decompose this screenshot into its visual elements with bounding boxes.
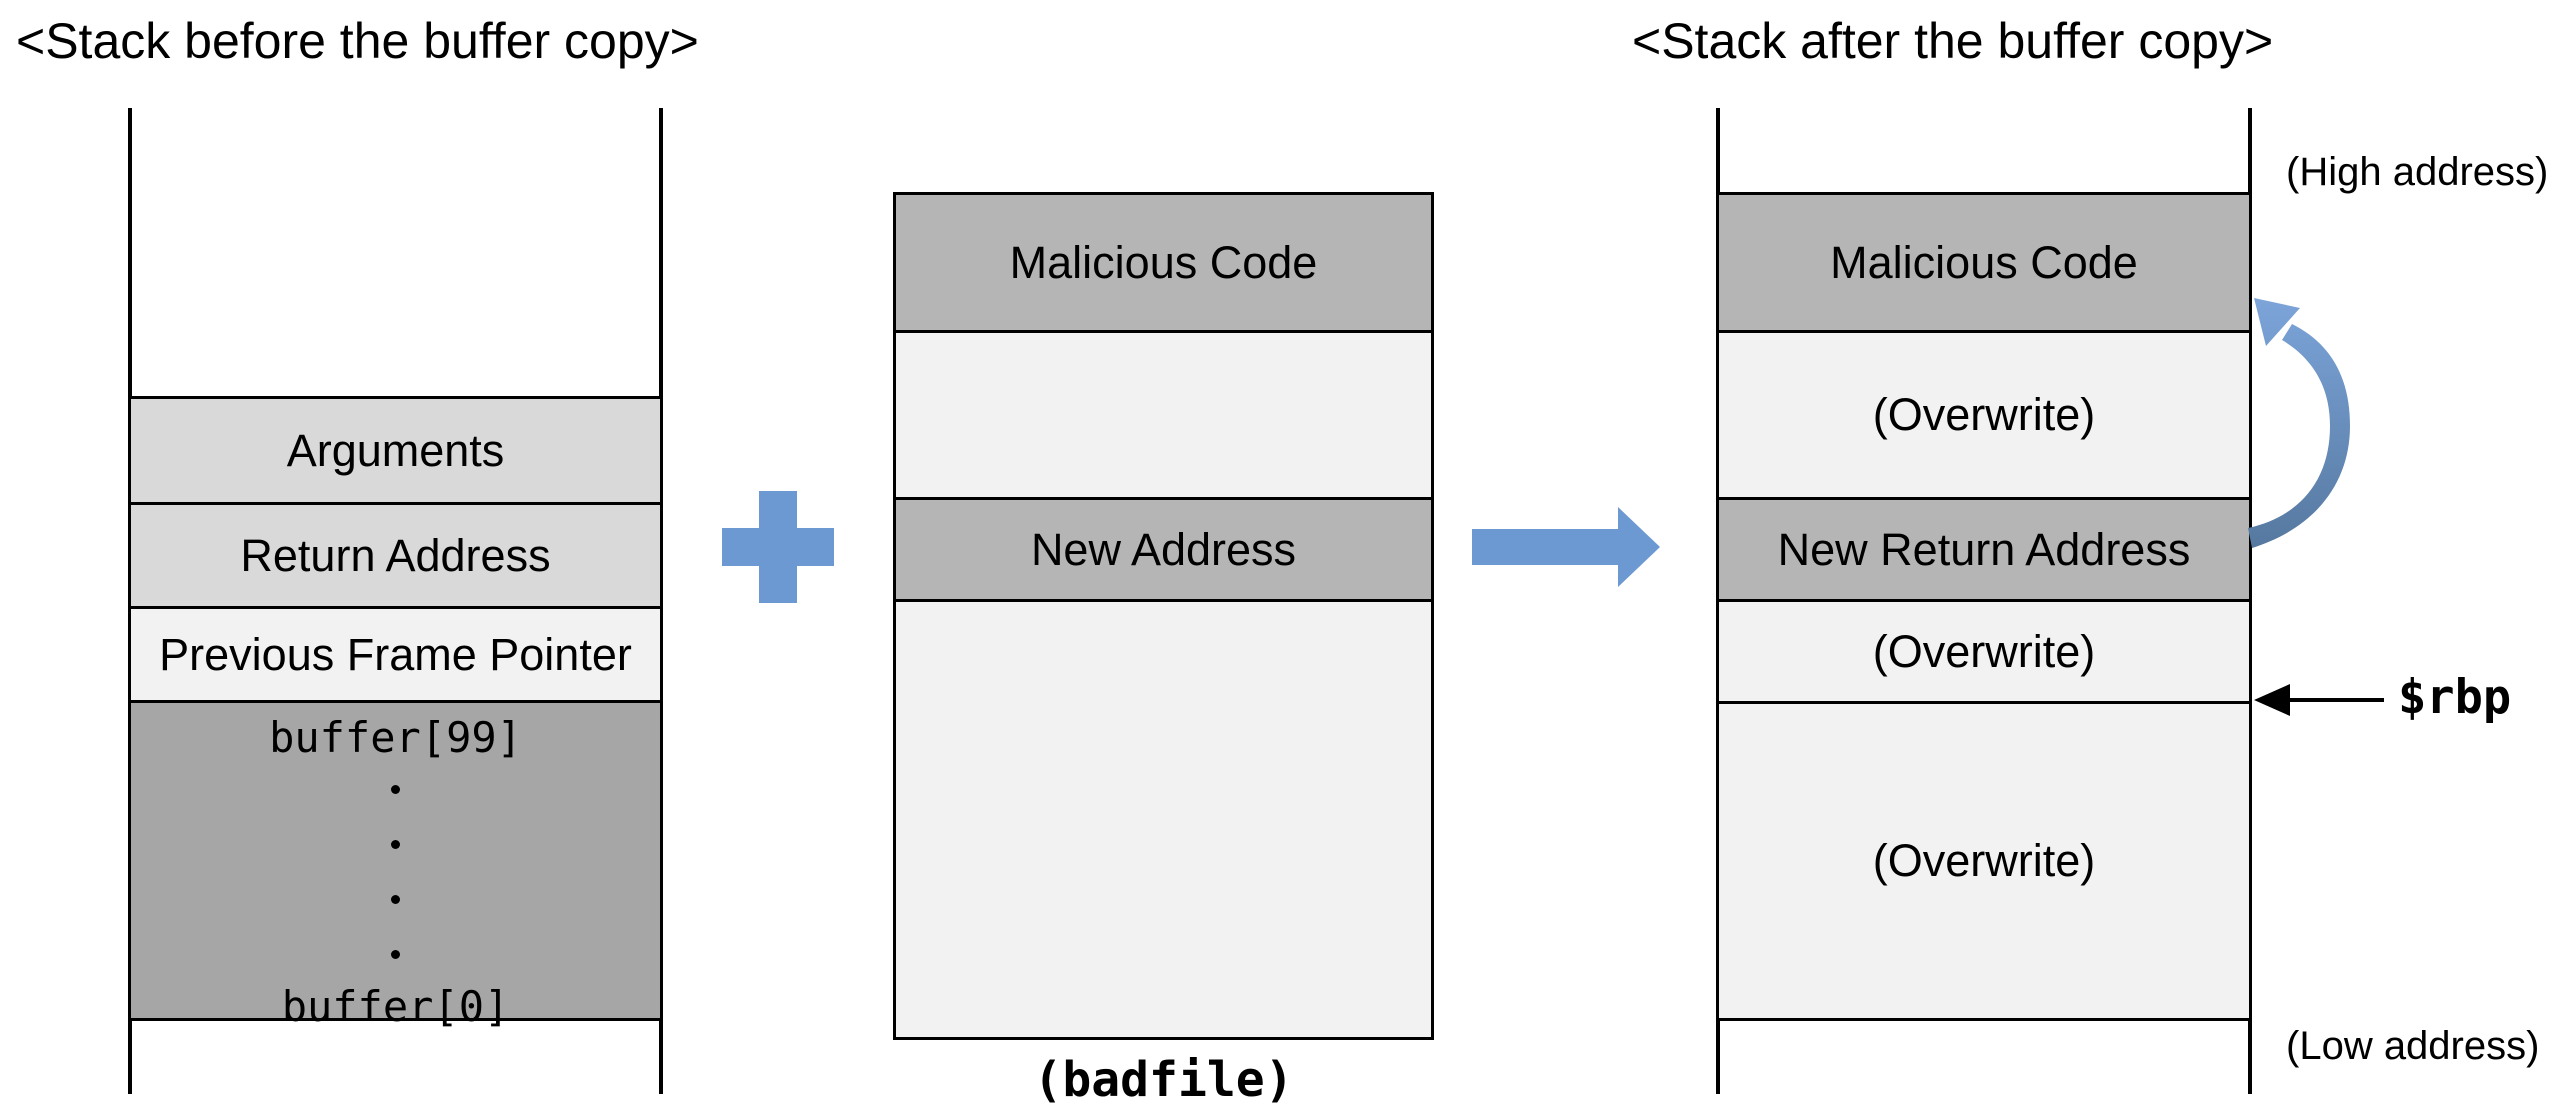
badfile-cell-empty xyxy=(893,599,1434,1040)
plus-icon xyxy=(722,528,834,566)
ellipsis-dot xyxy=(391,950,400,959)
cell-overwrite-2: (Overwrite) xyxy=(1716,599,2252,704)
ellipsis-dot xyxy=(391,840,400,849)
badfile-cell-empty xyxy=(893,330,1434,500)
cell-previous-frame-pointer: Previous Frame Pointer xyxy=(128,606,663,703)
right-arrow-icon xyxy=(1472,507,1660,587)
badfile-cell-malicious-code: Malicious Code xyxy=(893,192,1434,333)
ellipsis-dot xyxy=(391,895,400,904)
cell-buffer: buffer[99] buffer[0] xyxy=(128,700,663,1031)
rbp-arrow-head-icon xyxy=(2254,684,2290,716)
curved-jump-arrow-icon xyxy=(2248,298,2350,548)
ellipsis-dot xyxy=(391,785,400,794)
cell-overwrite-1: (Overwrite) xyxy=(1716,330,2252,500)
high-address-label: (High address) xyxy=(2286,150,2549,194)
title-stack-before: <Stack before the buffer copy> xyxy=(16,13,699,69)
buffer-top-label: buffer[99] xyxy=(269,713,522,762)
badfile-caption: (badfile) xyxy=(1033,1052,1294,1108)
cell-malicious-code: Malicious Code xyxy=(1716,192,2252,333)
cell-arguments: Arguments xyxy=(128,396,663,505)
cell-return-address: Return Address xyxy=(128,502,663,609)
rbp-arrow-line xyxy=(2286,698,2384,702)
title-stack-after: <Stack after the buffer copy> xyxy=(1632,13,2274,69)
badfile-cell-new-address: New Address xyxy=(893,497,1434,602)
ellipsis-dots xyxy=(391,762,400,982)
rbp-register-label: $rbp xyxy=(2398,670,2512,725)
buffer-bottom-label: buffer[0] xyxy=(281,982,510,1031)
cell-new-return-address: New Return Address xyxy=(1716,497,2252,602)
low-address-label: (Low address) xyxy=(2286,1024,2540,1068)
cell-overwrite-3: (Overwrite) xyxy=(1716,701,2252,1021)
